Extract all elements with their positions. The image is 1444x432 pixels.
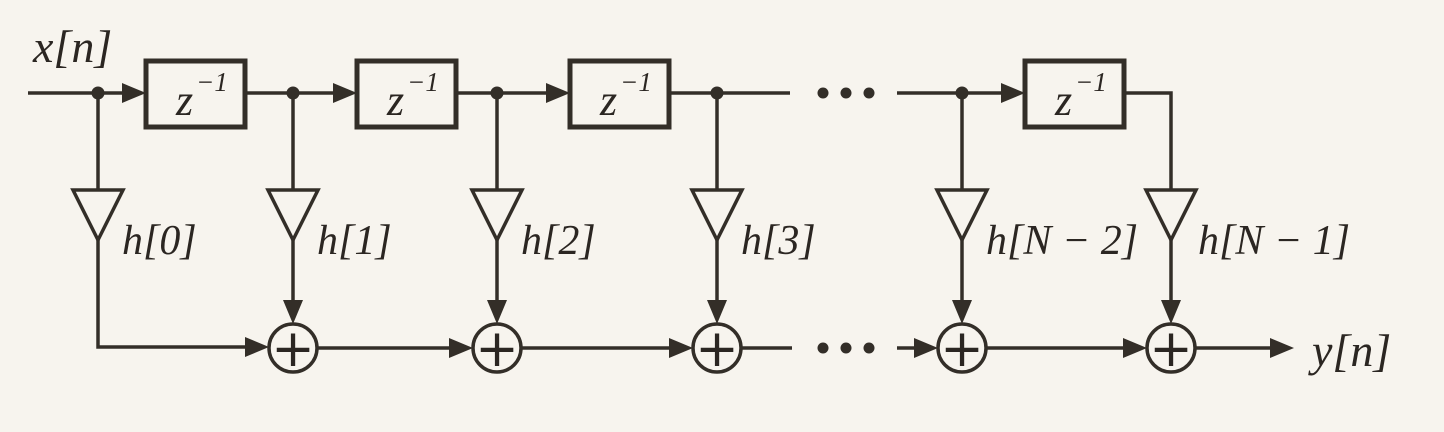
gain-triangle-icon bbox=[265, 188, 321, 244]
delay-block bbox=[354, 58, 459, 130]
tap-gain-label: h[1] bbox=[317, 218, 392, 264]
tap-gain-label: h[N − 1] bbox=[1198, 218, 1350, 264]
ellipsis-dots-icon bbox=[817, 87, 875, 99]
signal-wire bbox=[1124, 91, 1173, 190]
arrowhead-icon bbox=[333, 83, 357, 103]
gain-triangle-icon bbox=[689, 188, 745, 244]
tap-multipliers: h[0] h[1] h[2] h[3] h[N − 2] h[N − 1] bbox=[70, 93, 1350, 264]
summing-chain: + + + + + bbox=[267, 319, 1294, 379]
gain-triangle-icon bbox=[70, 188, 126, 244]
adder-input-wires bbox=[96, 240, 1181, 357]
delay-line: z−1 z−1 z−1 z−1 bbox=[28, 58, 1173, 190]
arrowhead-icon bbox=[1270, 338, 1294, 358]
tap-gain-label: h[0] bbox=[122, 218, 197, 264]
output-signal-label: y[n] bbox=[1308, 325, 1391, 376]
adder-plus: + bbox=[695, 319, 739, 379]
tap-gain-label: h[N − 2] bbox=[986, 218, 1138, 264]
arrowhead-icon bbox=[122, 83, 146, 103]
arrowhead-icon bbox=[1123, 338, 1147, 358]
adder-plus: + bbox=[271, 319, 315, 379]
tap-gain-label: h[2] bbox=[521, 218, 596, 264]
tap0-elbow-wire bbox=[96, 240, 247, 349]
adder-plus: + bbox=[1149, 319, 1193, 379]
delay-block-label: z−1 bbox=[386, 67, 439, 125]
gain-triangle-icon bbox=[934, 188, 990, 244]
input-signal-label: x[n] bbox=[32, 21, 112, 72]
arrowhead-icon bbox=[914, 338, 938, 358]
gain-triangle-icon bbox=[469, 188, 525, 244]
arrowhead-icon bbox=[546, 83, 570, 103]
adder-plus: + bbox=[940, 319, 984, 379]
delay-block-label: z−1 bbox=[1054, 67, 1107, 125]
ellipsis-dots-icon bbox=[817, 342, 875, 354]
arrowhead-icon bbox=[449, 338, 473, 358]
tap-gain-label: h[3] bbox=[741, 218, 816, 264]
delay-block-label: z−1 bbox=[599, 67, 652, 125]
arrowhead-icon bbox=[1001, 83, 1025, 103]
gain-triangle-icon bbox=[1143, 188, 1199, 244]
arrowhead-icon bbox=[245, 337, 269, 357]
delay-block-label: z−1 bbox=[175, 67, 228, 125]
adder-plus: + bbox=[475, 319, 519, 379]
arrowhead-icon bbox=[669, 338, 693, 358]
